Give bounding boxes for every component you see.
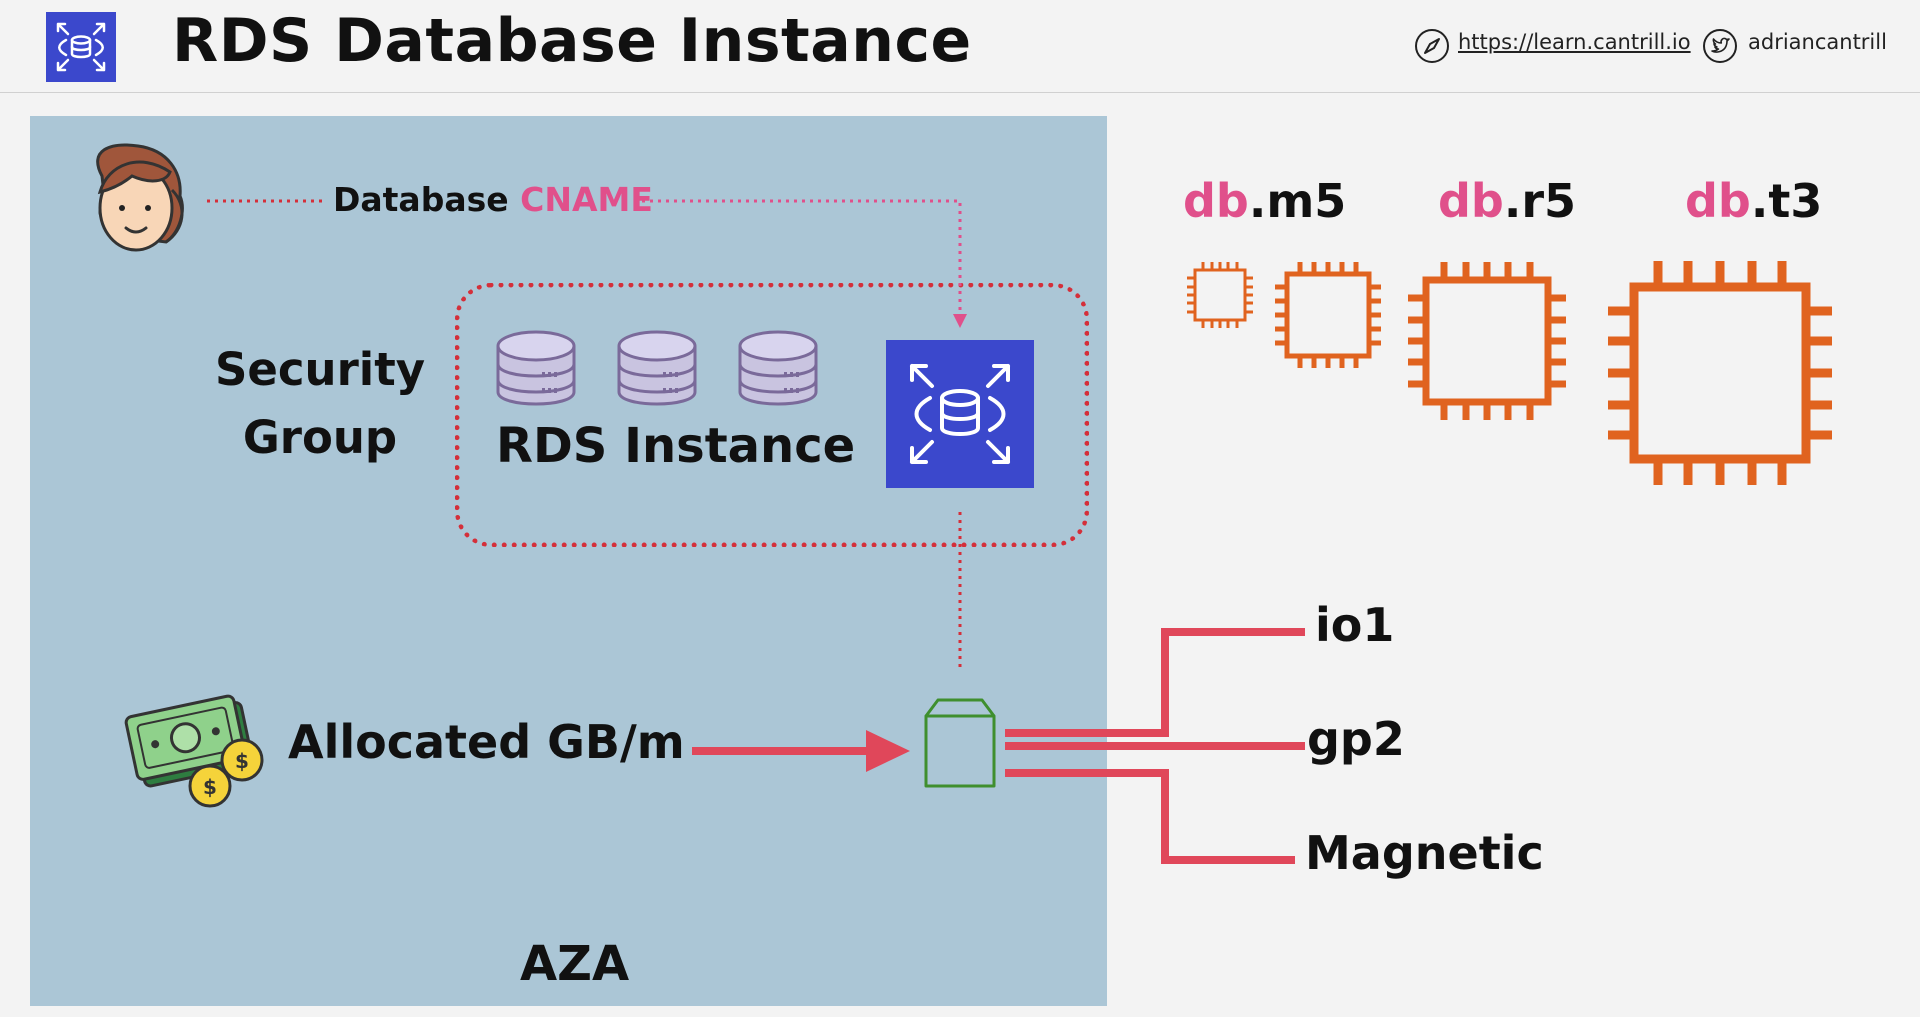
rds-logo-icon (46, 12, 116, 82)
database-cname-label: Database CNAME (333, 180, 653, 219)
security-group-boundary (455, 283, 1089, 547)
database-disk-icon (738, 330, 818, 406)
cpu-chip-icon (1608, 261, 1832, 485)
cname-arrowhead-icon (953, 314, 967, 328)
allocation-arrowhead-icon (866, 730, 910, 772)
security-group-line1: Security (214, 343, 426, 396)
security-group-label: Security Group (190, 336, 450, 472)
storage-type-gp2: gp2 (1307, 712, 1405, 766)
cname-accent: CNAME (520, 180, 653, 219)
money-icon: $ $ (124, 694, 264, 808)
rds-instance-icon (886, 340, 1034, 488)
user-avatar-icon (96, 143, 184, 252)
allocated-storage-label: Allocated GB/m (288, 715, 685, 769)
svg-text:$: $ (235, 749, 249, 773)
rds-instance-label: RDS Instance (496, 418, 856, 474)
compass-icon (1414, 28, 1450, 64)
cpu-chip-icon (1187, 262, 1253, 328)
storage-type-magnetic: Magnetic (1305, 826, 1544, 880)
security-group-line2: Group (242, 411, 398, 464)
header-bar: RDS Database Instance https://learn.cant… (0, 0, 1920, 93)
twitter-handle[interactable]: adriancantrill (1748, 30, 1887, 54)
az-label: AZA (520, 936, 630, 992)
twitter-icon (1702, 28, 1738, 64)
instance-class-t3: db.t3 (1685, 174, 1823, 228)
instance-class-r5: db.r5 (1438, 174, 1577, 228)
cname-prefix: Database (333, 180, 521, 219)
database-disk-icon (617, 330, 697, 406)
instance-class-m5: db.m5 (1183, 174, 1347, 228)
availability-zone-panel (30, 116, 1107, 1006)
svg-text:$: $ (203, 775, 217, 799)
page-title: RDS Database Instance (172, 6, 972, 76)
database-disk-icon (496, 330, 576, 406)
storage-type-io1: io1 (1315, 598, 1395, 652)
cpu-chip-icon (1275, 262, 1381, 368)
website-link[interactable]: https://learn.cantrill.io (1458, 30, 1691, 54)
ebs-volume-icon (924, 698, 996, 788)
cpu-chip-icon (1408, 262, 1566, 420)
